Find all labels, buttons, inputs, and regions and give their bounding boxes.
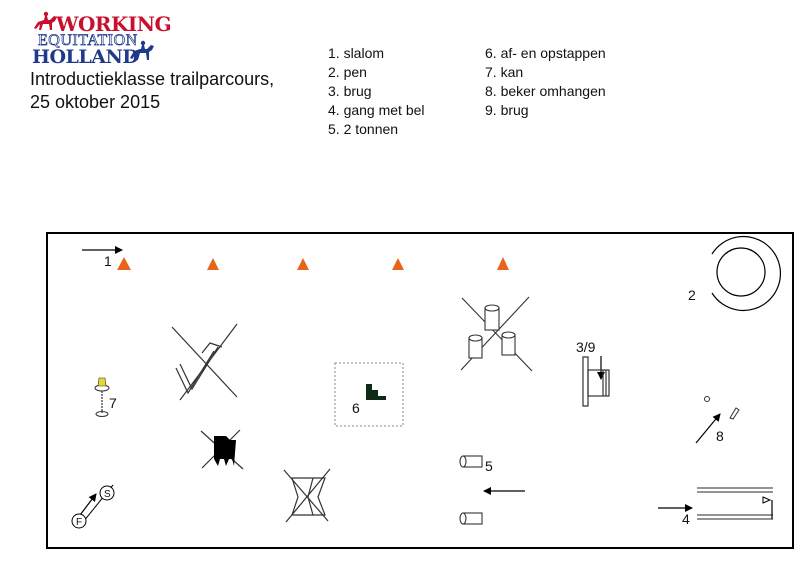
logo: WORKING EQUITATION HOLLAND bbox=[30, 8, 172, 68]
obstacle-list-1: 1. slalom 2. pen 3. brug 4. gang met bel… bbox=[328, 44, 425, 139]
logo-word-working: WORKING bbox=[56, 12, 172, 36]
s-marker-icon bbox=[99, 485, 115, 501]
slalom-cones bbox=[117, 257, 509, 270]
start-label: 1 bbox=[104, 253, 112, 269]
list-item: 3. brug bbox=[328, 83, 372, 99]
cone-icon bbox=[117, 257, 131, 270]
list-item: 8. beker omhangen bbox=[485, 83, 606, 99]
crossed-gate-icon bbox=[200, 429, 244, 470]
logo-word-equitation: EQUITATION bbox=[38, 32, 138, 50]
arena-border bbox=[46, 232, 794, 549]
bridge-label: 3/9 bbox=[576, 339, 596, 355]
cup-arrow-icon bbox=[695, 413, 721, 444]
s-letter: S bbox=[104, 489, 111, 500]
list-item: 9. brug bbox=[485, 102, 529, 118]
pen-obstacle bbox=[711, 235, 782, 312]
pen-label: 2 bbox=[688, 287, 696, 303]
jug-table-icon bbox=[94, 377, 110, 417]
barrels-label: 5 bbox=[485, 458, 493, 474]
pole-icon bbox=[729, 407, 740, 420]
f-marker-icon bbox=[71, 513, 87, 529]
page-title: Introductieklasse trailparcours, 25 okto… bbox=[30, 68, 274, 114]
cup-label: 8 bbox=[716, 428, 724, 444]
crossed-bridge-icon bbox=[171, 323, 238, 401]
finish-markers: F S bbox=[71, 484, 115, 529]
cone-icon bbox=[392, 258, 404, 270]
obstacle-list-2: 6. af- en opstappen 7. kan 8. beker omha… bbox=[485, 44, 606, 120]
f-letter: F bbox=[76, 517, 82, 528]
bell-icon bbox=[762, 496, 772, 504]
bridge-obstacle bbox=[582, 356, 610, 407]
cone-icon bbox=[297, 258, 309, 270]
barrels-obstacle bbox=[459, 455, 483, 525]
list-item: 6. af- en opstappen bbox=[485, 45, 606, 61]
jug-label: 7 bbox=[109, 395, 117, 411]
title-line-1: Introductieklasse trailparcours, bbox=[30, 69, 275, 89]
crossed-small-bridge-icon bbox=[283, 468, 331, 523]
logo-word-holland: HOLLAND bbox=[32, 46, 139, 68]
crossed-barrels-icon bbox=[460, 296, 533, 372]
corridor-label: 4 bbox=[682, 511, 690, 527]
list-item: 2. pen bbox=[328, 64, 367, 80]
cone-icon bbox=[207, 258, 219, 270]
horse-rider-icon bbox=[130, 40, 154, 60]
list-item: 7. kan bbox=[485, 64, 524, 80]
dismount-area bbox=[334, 362, 404, 427]
corridor-obstacle bbox=[697, 487, 773, 520]
cone-icon bbox=[497, 257, 509, 270]
step-icon bbox=[366, 384, 386, 400]
cup-icon bbox=[704, 396, 710, 402]
list-item: 1. slalom bbox=[328, 45, 385, 61]
horse-rider-icon bbox=[34, 11, 57, 30]
list-item: 4. gang met bel bbox=[328, 102, 425, 118]
title-line-2: 25 oktober 2015 bbox=[30, 92, 161, 112]
list-item: 5. 2 tonnen bbox=[328, 121, 399, 137]
dismount-label: 6 bbox=[352, 400, 360, 416]
